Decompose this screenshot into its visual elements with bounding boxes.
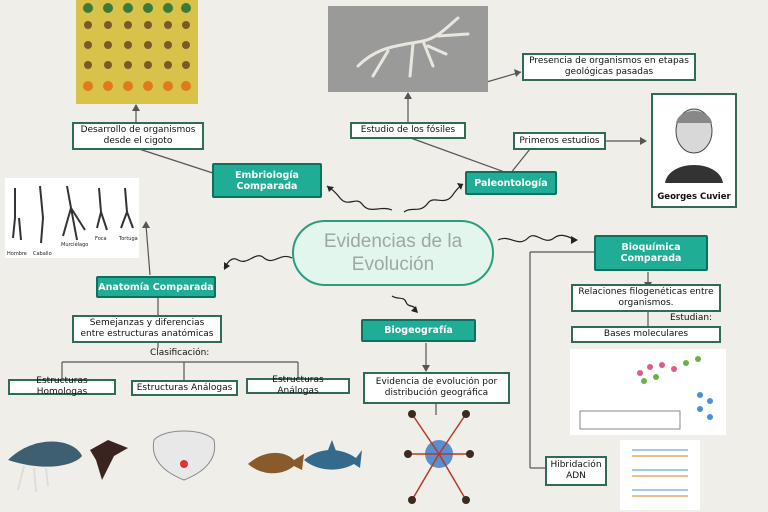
limb-label-caballo: Caballo	[33, 251, 52, 257]
anatomia-analogas-2: Estructuras Análogas	[246, 375, 350, 396]
topic-bioquimica-label: Bioquímica Comparada	[620, 242, 682, 264]
embryo-chart-image	[76, 0, 198, 104]
topic-paleontologia[interactable]: Paleontología	[465, 171, 557, 195]
bioquimica-estudian: Estudian:	[670, 313, 713, 323]
bioquimica-relaciones: Relaciones filogenéticas entre organismo…	[571, 284, 721, 312]
paleontologia-fosiles-text: Estudio de los fósiles	[360, 125, 456, 135]
whale-skeleton-icon	[8, 441, 82, 493]
topic-biogeografia-label: Biogeografía	[384, 325, 453, 336]
embriologia-desc-text: Desarrollo de organismos desde el cigoto	[80, 125, 196, 146]
central-title-line2: Evolución	[351, 254, 435, 275]
limb-label-tortuga: Tortuga	[118, 236, 138, 242]
limb-label-murcielago: Murciélago	[61, 241, 88, 248]
cuvier-portrait: Georges Cuvier	[651, 93, 737, 208]
anatomia-semejanzas-text: Semejanzas y diferencias entre estructur…	[80, 318, 214, 339]
bird-icon	[90, 440, 128, 480]
anatomia-homologas-text: Estructuras Homologas	[36, 376, 88, 397]
shark-icon	[304, 440, 362, 470]
topic-biogeografia[interactable]: Biogeografía	[361, 319, 476, 342]
anatomia-homologas: Estructuras Homologas	[8, 376, 116, 397]
embriologia-desc: Desarrollo de organismos desde el cigoto	[72, 122, 204, 150]
anatomia-analogas-1: Estructuras Análogas	[131, 380, 238, 396]
bioquimica-hibridacion: Hibridación ADN	[545, 456, 607, 486]
bioquimica-relaciones-text: Relaciones filogenéticas entre organismo…	[578, 287, 714, 308]
anatomia-analogas-1-text: Estructuras Análogas	[136, 382, 233, 393]
dna-hybrid-image	[620, 440, 700, 510]
paleontologia-primeros: Primeros estudios	[513, 132, 606, 150]
topic-embriologia-label: Embriología Comparada	[235, 169, 299, 192]
molecular-chart-image	[570, 349, 726, 435]
anatomia-semejanzas: Semejanzas y diferencias entre estructur…	[72, 315, 222, 343]
bioquimica-hibridacion-text: Hibridación ADN	[550, 460, 602, 481]
topic-anatomia[interactable]: Anatomía Comparada	[96, 276, 216, 298]
topic-anatomia-label: Anatomía Comparada	[98, 281, 214, 293]
animals-image	[8, 430, 362, 493]
topic-embriologia[interactable]: Embriología Comparada	[212, 163, 322, 198]
bioquimica-bases: Bases moleculares	[571, 326, 721, 343]
central-title-line1: Evidencias de la	[323, 231, 463, 252]
fossil-image	[328, 6, 488, 92]
paleontologia-presencia-text: Presencia de organismos en etapas geológ…	[529, 56, 689, 77]
limb-bones-image: Hombre Caballo Murciélago Foca Tortuga	[5, 178, 139, 258]
pelvis-skeleton-icon	[152, 430, 216, 481]
biogeografia-desc-text: Evidencia de evolución por distribución …	[375, 377, 498, 398]
topic-paleontologia-label: Paleontología	[474, 177, 548, 189]
anatomia-clasificacion: Clasificación:	[150, 348, 210, 358]
biogeografia-desc: Evidencia de evolución por distribución …	[363, 372, 510, 404]
limb-label-hombre: Hombre	[7, 251, 27, 257]
paleontologia-primeros-text: Primeros estudios	[519, 135, 600, 146]
topic-bioquimica[interactable]: Bioquímica Comparada	[594, 235, 708, 271]
finches-image	[404, 410, 474, 504]
fish-reptile-icon	[248, 452, 304, 474]
paleontologia-presencia: Presencia de organismos en etapas geológ…	[522, 53, 696, 81]
bioquimica-bases-text: Bases moleculares	[603, 329, 689, 339]
anatomia-analogas-2-text: Estructuras Análogas	[272, 375, 324, 396]
cuvier-portrait-image	[665, 108, 723, 183]
limb-label-foca: Foca	[95, 236, 107, 242]
paleontologia-fosiles: Estudio de los fósiles	[350, 122, 466, 139]
cuvier-caption: Georges Cuvier	[657, 192, 731, 202]
